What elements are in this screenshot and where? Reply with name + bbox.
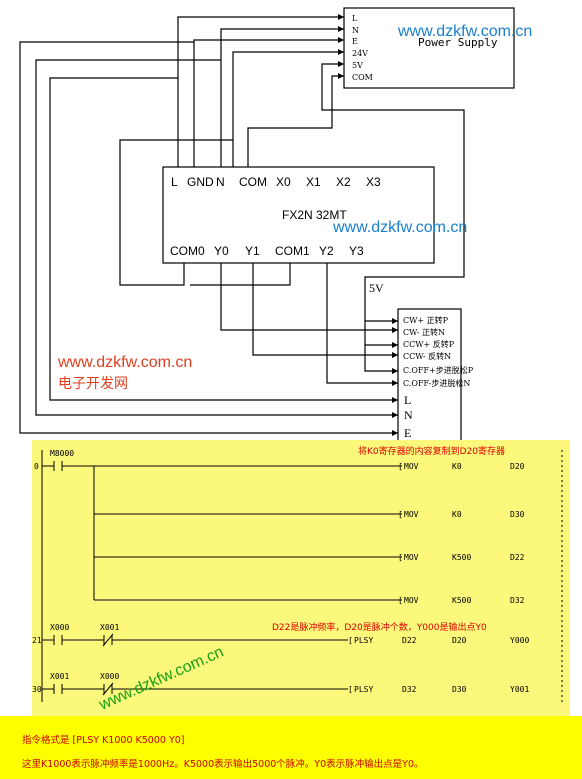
mov4-src: K500 xyxy=(452,596,471,605)
notes-panel: 指令格式是 [PLSY K1000 K5000 Y0] 这里K1000表示脉冲频… xyxy=(0,716,582,779)
plsy1-a: D22 xyxy=(402,636,417,645)
wire-y1 xyxy=(252,263,398,356)
wire-ps-5v xyxy=(321,63,465,309)
driver-sig-coff-minus: C.OFF-步进脱松N xyxy=(403,378,470,388)
plsy2-a: D32 xyxy=(402,685,417,694)
mov2-src: K0 xyxy=(452,510,462,519)
ps-term-n: N xyxy=(352,26,359,35)
driver-term-l: L xyxy=(404,393,411,407)
step-30: 30 xyxy=(32,685,42,694)
mov4-op: MOV xyxy=(404,596,419,605)
ps-title: Power Supply xyxy=(418,36,498,49)
driver-sig-cw-minus: CW- 正转N xyxy=(403,327,445,337)
ps-term-e: E xyxy=(352,37,358,46)
mov2-op: MOV xyxy=(404,510,419,519)
plsy1-b: D20 xyxy=(452,636,467,645)
plsy2-c: Y001 xyxy=(510,685,529,694)
mov2-dst: D30 xyxy=(510,510,525,519)
plc-bot-y1: Y1 xyxy=(245,244,260,258)
watermark-left: www.dzkfw.com.cn xyxy=(57,354,192,371)
plc-bot-y3: Y3 xyxy=(349,244,364,258)
plc-top-x1: X1 xyxy=(306,175,321,189)
plc-bot-y2: Y2 xyxy=(319,244,334,258)
plc-box xyxy=(162,166,435,264)
driver-sig-coff-plus: C.OFF+步进脱松P xyxy=(403,365,474,375)
plc-top-com: COM xyxy=(239,175,267,189)
driver-sig-cw-plus: CW+ 正转P xyxy=(403,315,449,325)
plsy2-op: PLSY xyxy=(354,685,373,694)
svg-text:[: [ xyxy=(398,553,403,562)
wire-ps-24v xyxy=(232,51,344,167)
mov1-op: MOV xyxy=(404,462,419,471)
step-0: 0 xyxy=(34,462,39,471)
driver-sig-ccw-plus: CCW+ 反转P xyxy=(403,339,455,349)
contact-x000-r30: X000 xyxy=(100,672,119,681)
watermark-left-cn: 电子开发网 xyxy=(58,376,128,392)
plc-top-x0: X0 xyxy=(276,175,291,189)
wire-5v-coff xyxy=(364,345,398,372)
driver-term-e: E xyxy=(404,426,411,440)
comment-mov: 将K0寄存器的内容复制到D20寄存器 xyxy=(358,445,505,457)
wire-ps-l xyxy=(177,16,344,167)
wire-drv-l xyxy=(49,77,398,401)
plsy1-op: PLSY xyxy=(354,636,373,645)
plc-bot-com1: COM1 xyxy=(275,244,310,258)
wire-ps-n xyxy=(220,28,344,167)
note-format: 指令格式是 [PLSY K1000 K5000 Y0] xyxy=(22,735,185,746)
contact-x001-r21: X001 xyxy=(100,623,119,632)
plc-model: FX2N 32MT xyxy=(282,208,347,222)
svg-text:[: [ xyxy=(398,462,403,471)
plc-bot-com0: COM0 xyxy=(170,244,205,258)
wire-y0 xyxy=(220,263,398,331)
plc-top-x3: X3 xyxy=(366,175,381,189)
mov3-dst: D22 xyxy=(510,553,525,562)
svg-text:[: [ xyxy=(398,596,403,605)
ps-term-com: COM xyxy=(352,73,373,82)
power-supply-box xyxy=(343,7,515,89)
wiring-diagram: L N E 24V 5V COM Power Supply L GND N CO… xyxy=(19,7,532,440)
mov1-dst: D20 xyxy=(510,462,525,471)
mov1-src: K0 xyxy=(452,462,462,471)
note-explanation: 这里K1000表示脉冲频率是1000Hz。K5000表示输出5000个脉冲。Y0… xyxy=(22,759,424,770)
ps-term-24v: 24V xyxy=(352,49,368,58)
wire-drv-n xyxy=(35,59,398,416)
ladder-diagram: 0 M8000 [ MOV K0 D20 [ MOV K0 D30 [ MOV … xyxy=(32,440,570,716)
ps-term-l: L xyxy=(352,14,358,23)
plc-bot-y0: Y0 xyxy=(214,244,229,258)
step-21: 21 xyxy=(32,636,42,645)
svg-text:[: [ xyxy=(348,636,353,645)
mov3-src: K500 xyxy=(452,553,471,562)
wire-5v-ccw xyxy=(364,321,398,346)
wire-drv-e xyxy=(19,41,398,434)
plsy2-b: D30 xyxy=(452,685,467,694)
svg-text:[: [ xyxy=(398,510,403,519)
driver-box xyxy=(397,308,462,440)
watermark-middle: www.dzkfw.com.cn xyxy=(332,219,467,236)
mov4-dst: D32 xyxy=(510,596,525,605)
driver-sig-ccw-minus: CCW- 反转N xyxy=(403,351,451,361)
wire-y2 xyxy=(326,263,398,384)
driver-term-n: N xyxy=(404,408,413,422)
watermark-top: www.dzkfw.com.cn xyxy=(397,23,532,40)
plc-top-n: N xyxy=(216,175,225,189)
comment-plsy: D22是脉冲频率，D20是脉冲个数，Y000是输出点Y0 xyxy=(272,621,487,633)
plsy1-c: Y000 xyxy=(510,636,529,645)
plc-top-l: L xyxy=(171,175,178,189)
wire-com0 xyxy=(119,139,233,286)
plc-top-gnd: GND xyxy=(187,175,214,189)
wire-com1 xyxy=(190,263,291,286)
mov3-op: MOV xyxy=(404,553,419,562)
svg-text:[: [ xyxy=(348,685,353,694)
contact-m8000-label: M8000 xyxy=(50,449,74,458)
contact-x000-r21: X000 xyxy=(50,623,69,632)
ps-term-5v: 5V xyxy=(352,61,363,70)
contact-x001-r30: X001 xyxy=(50,672,69,681)
wire-ps-e xyxy=(193,39,344,167)
wire-ps-com xyxy=(247,75,344,167)
driver-supply-label: 5V xyxy=(369,281,384,295)
plc-top-x2: X2 xyxy=(336,175,351,189)
